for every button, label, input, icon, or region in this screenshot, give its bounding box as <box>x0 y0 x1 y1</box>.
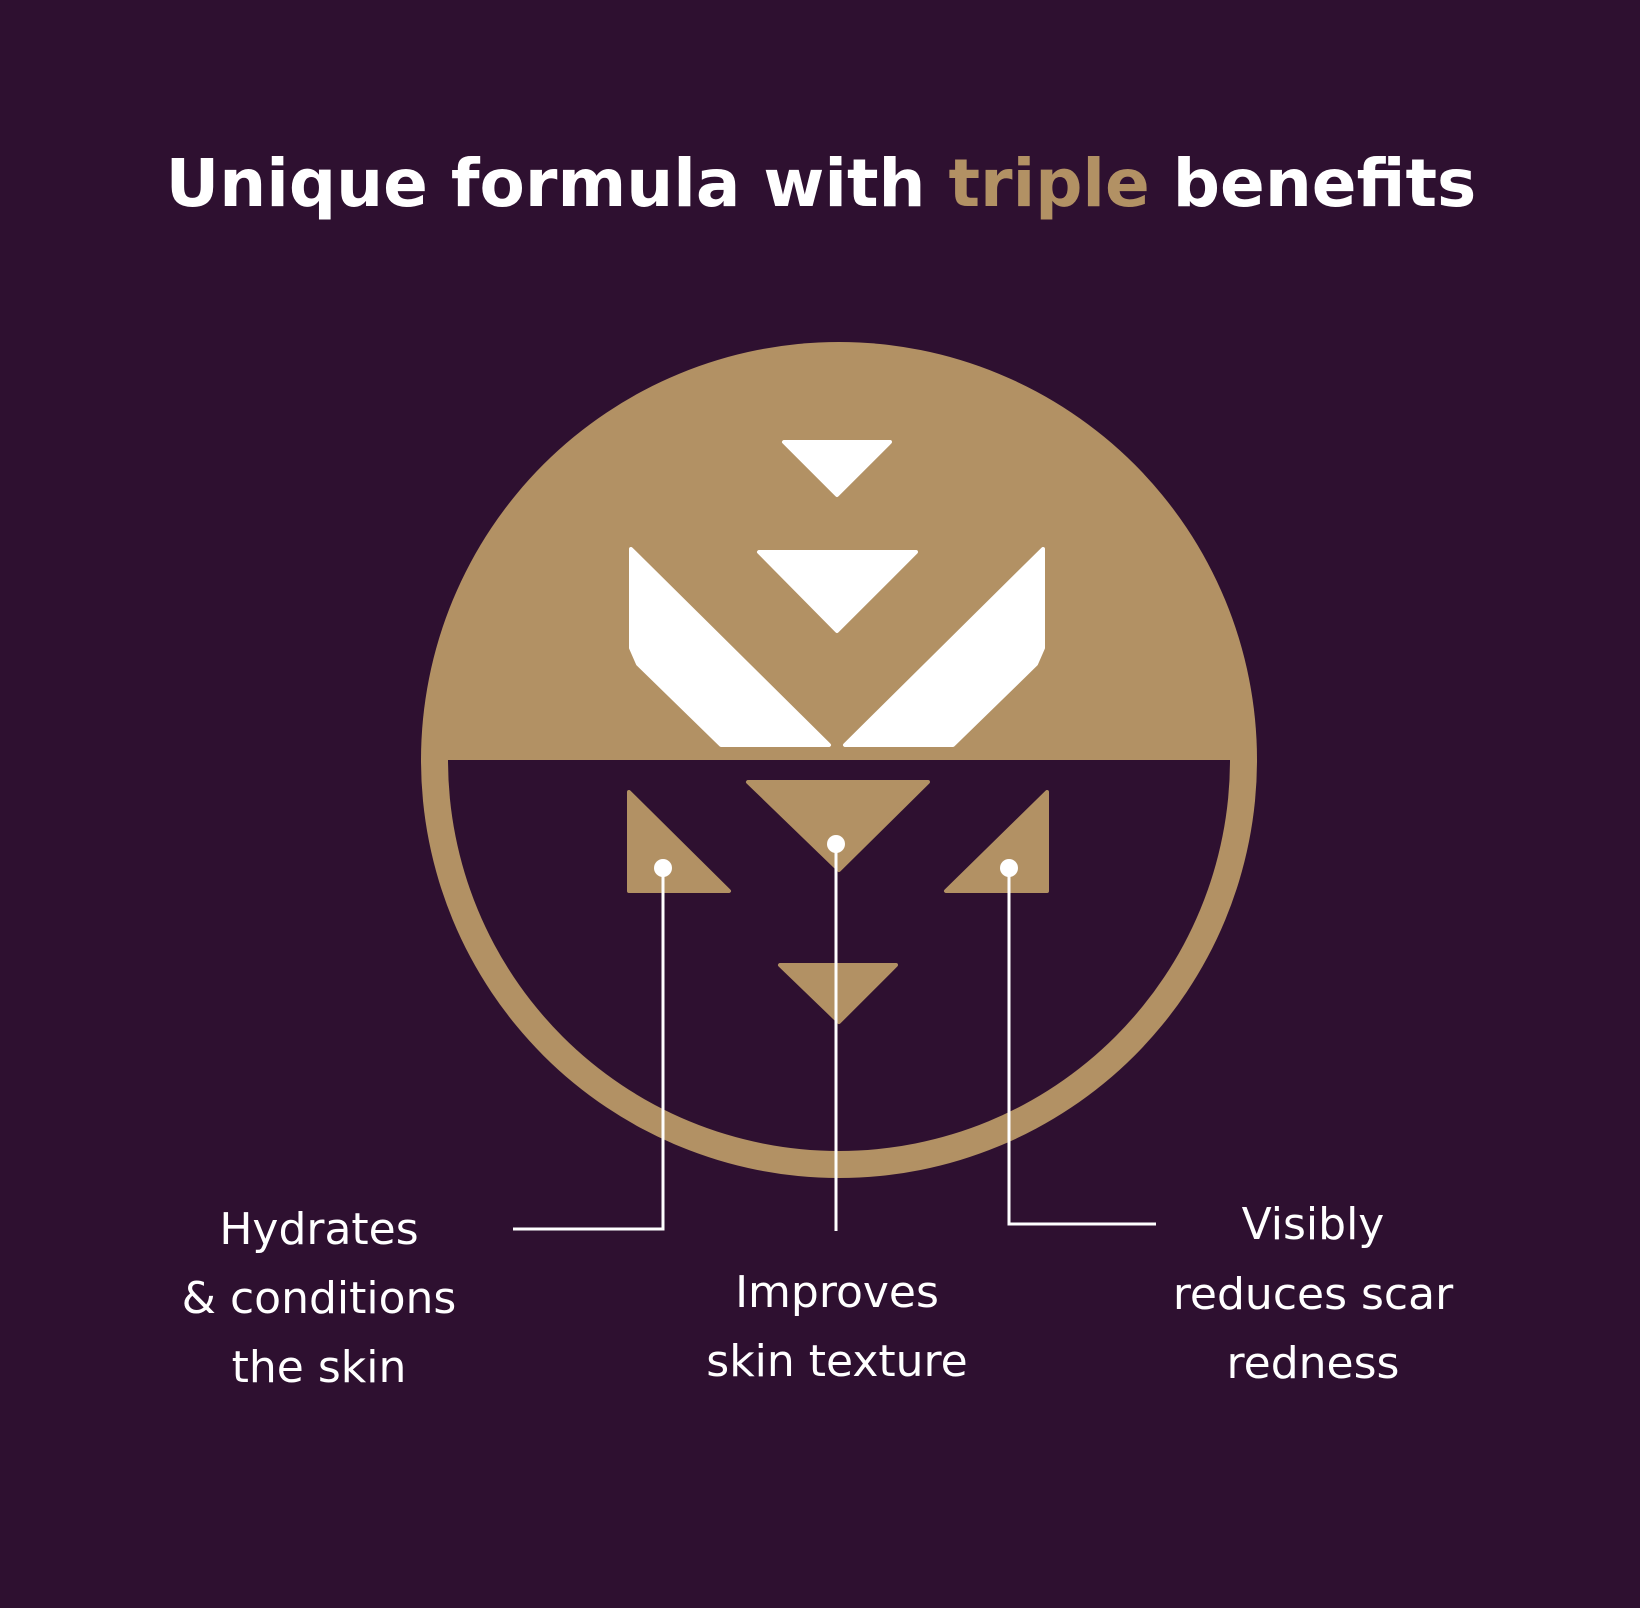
benefit-line: skin texture <box>706 1336 967 1387</box>
callout-line-left <box>513 868 665 1231</box>
benefit-redness: Visibly reduces scar redness <box>1173 1199 1454 1389</box>
benefit-line: redness <box>1227 1338 1400 1389</box>
benefit-line: Visibly <box>1242 1199 1385 1250</box>
center-triangle-icon <box>746 780 930 872</box>
callout-dot-left <box>654 859 672 877</box>
callout-dot-center <box>827 835 845 853</box>
benefit-line: & conditions <box>182 1273 457 1324</box>
benefit-hydrates: Hydrates & conditions the skin <box>182 1204 457 1393</box>
benefit-line: Improves <box>735 1267 939 1318</box>
geometric-emblem-icon <box>421 342 1257 1178</box>
title-part1: Unique formula with <box>166 145 949 222</box>
title-part2: benefits <box>1150 145 1477 222</box>
second-triangle-icon <box>757 550 918 633</box>
right-small-triangle-icon <box>944 790 1049 893</box>
title-highlight: triple <box>948 145 1149 222</box>
benefit-line: reduces scar <box>1173 1269 1454 1320</box>
right-chevron-icon <box>843 547 1045 747</box>
callout-dot-right <box>1000 859 1018 877</box>
left-chevron-icon <box>629 547 831 747</box>
left-small-triangle-icon <box>627 790 731 893</box>
benefit-line: the skin <box>232 1342 407 1393</box>
bottom-triangle-icon <box>778 963 898 1024</box>
benefit-texture: Improves skin texture <box>706 1267 967 1387</box>
callout-lines <box>513 844 1156 1231</box>
page-title: Unique formula with triple benefits <box>166 145 1477 222</box>
benefit-line: Hydrates <box>219 1204 418 1255</box>
callout-line-right <box>1007 868 1156 1226</box>
top-triangle-icon <box>782 440 892 497</box>
